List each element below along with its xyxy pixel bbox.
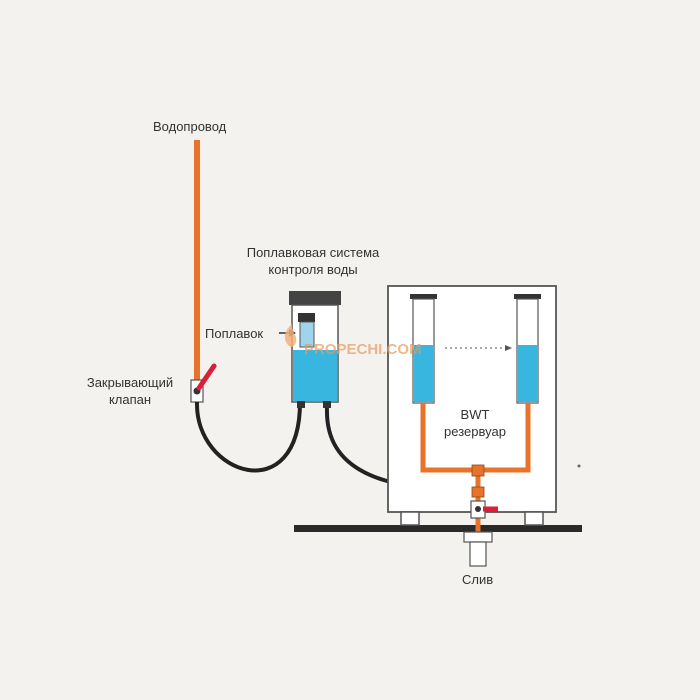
label-float-system-line2: контроля воды	[268, 262, 358, 277]
float-outlet-right	[323, 401, 331, 408]
label-drain: Слив	[462, 572, 494, 587]
label-float-system: Поплавковая система контроля воды	[232, 244, 394, 278]
float-chamber-water	[293, 350, 337, 401]
tee-fitting	[471, 464, 485, 477]
drain-pipe	[469, 541, 487, 567]
label-shutoff-valve-line1: Закрывающий	[86, 375, 174, 390]
reservoir-foot-left	[400, 511, 420, 526]
floor-base	[294, 525, 582, 532]
right-tube-cap	[514, 294, 541, 299]
right-tube-water	[518, 345, 537, 402]
float-outlet-left	[297, 401, 305, 408]
label-shutoff-valve: Закрывающий клапан	[78, 374, 182, 408]
watermark-text: PROPECHI.COM	[304, 341, 422, 358]
reservoir-foot-right	[524, 511, 544, 526]
shutoff-valve-handle	[196, 363, 217, 391]
label-float: Поплавок	[205, 326, 264, 341]
label-shutoff-valve-line2: клапан	[108, 392, 152, 407]
hose-valve-to-float	[194, 401, 302, 473]
level-arrowhead	[505, 345, 512, 351]
water-supply-pipe	[194, 140, 200, 385]
hose-fitting	[471, 486, 485, 498]
float-element	[299, 321, 315, 348]
label-float-system-line1: Поплавковая система	[246, 245, 380, 260]
label-water-supply: Водопровод	[153, 119, 227, 134]
float-chamber-top	[289, 291, 341, 305]
left-tube-cap	[410, 294, 437, 299]
watermark-flame-icon	[284, 324, 297, 347]
label-reservoir-line2: резервуар	[444, 424, 506, 439]
side-dot	[577, 464, 581, 468]
left-tube-water	[414, 345, 433, 402]
drain-cap	[463, 531, 493, 543]
label-reservoir-line1: BWT	[460, 407, 490, 422]
drain-valve-center	[475, 506, 481, 512]
float-valve-cap	[298, 313, 315, 322]
label-reservoir: BWT резервуар	[432, 406, 518, 440]
